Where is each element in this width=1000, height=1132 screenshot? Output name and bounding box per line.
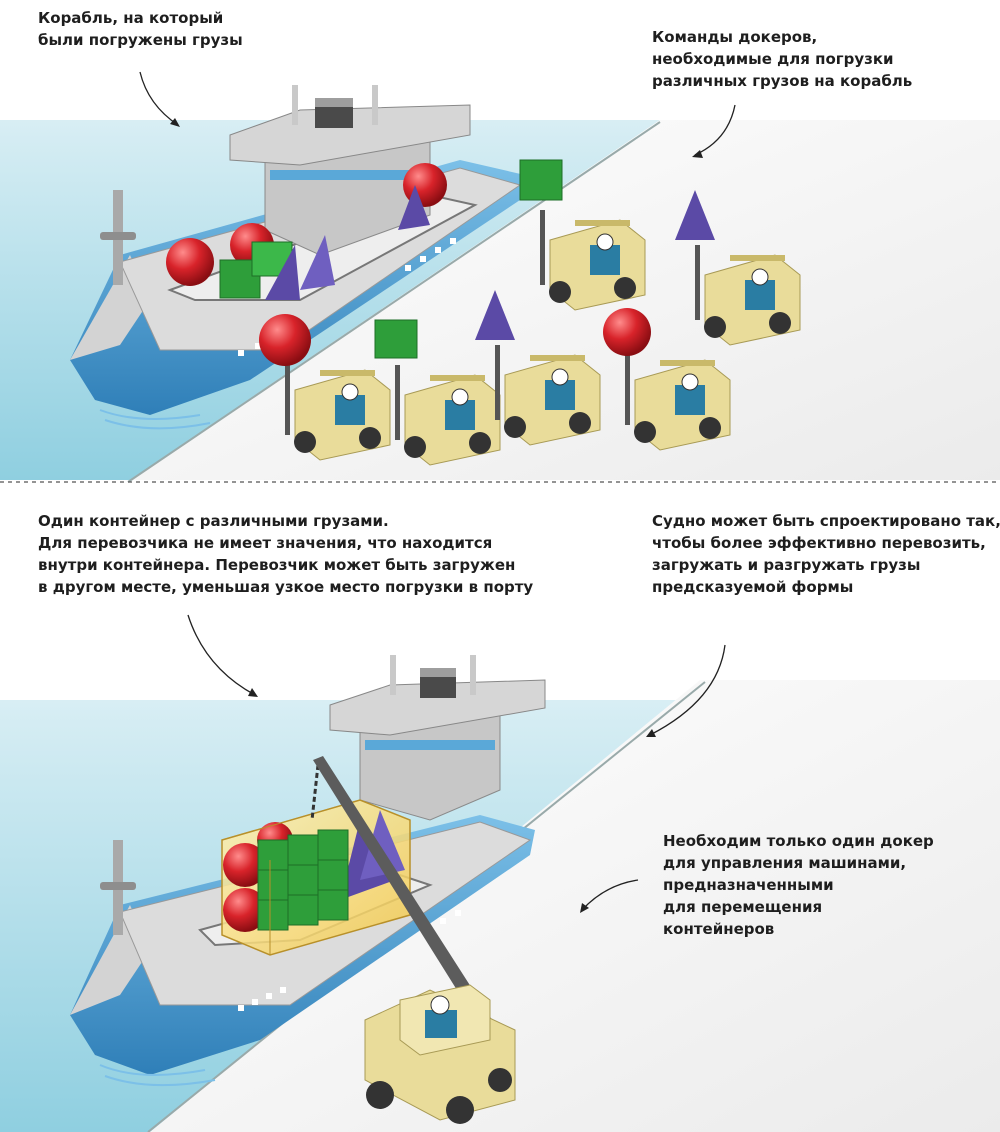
bridge-windows [365,740,495,750]
arrow [581,879,639,911]
bridge-roof [229,104,471,166]
cargo-wedge [300,235,335,290]
cargo-sphere [166,238,214,286]
label-line: для перемещения [663,898,823,916]
container-label: Один контейнер с различными грузами. Для… [38,510,533,598]
arrow-head [646,729,656,737]
mast-ring [100,882,136,890]
stacker-driver [430,995,450,1015]
antenna-left [390,655,396,695]
label-line: необходимые для погрузки [652,50,894,68]
quay [150,680,1000,1132]
arrow [139,71,179,126]
stacker-wheel [446,1096,474,1124]
forklift [374,319,501,466]
label-line: чтобы более эффективно перевозить, [652,534,986,552]
arrow-head [580,903,589,913]
stacker-wheel [488,1068,512,1092]
antenna-left [292,85,298,125]
ship-label: Корабль, на который были погружены грузы [38,7,243,51]
label-line: внутри контейнера. Перевозчик может быть… [38,556,516,574]
cargo-wedge [398,185,430,230]
top-scene [0,71,1000,483]
label-line: Судно может быть спроектировано так, [652,512,1000,530]
quay-edge [127,121,661,483]
cargo-wedge [265,245,300,300]
bridge-windows [270,170,420,180]
label-line: Корабль, на который [38,9,224,27]
label-line: Команды докеров, [652,28,818,46]
label-line: для управления машинами, [663,854,907,872]
label-line: в другом месте, уменьшая узкое место пог… [38,578,534,596]
funnel-top [315,98,353,107]
stacker-wheel [366,1081,394,1109]
forklift [675,190,801,346]
label-line: загружать и разгружать грузы [652,556,921,574]
wake [99,1064,206,1076]
ship [70,655,546,1087]
arrow [649,644,726,736]
antenna-right [470,655,476,695]
label-line: Для перевозчика не имеет значения, что н… [38,534,493,552]
label-line: предназначенными [663,876,834,894]
label-line: контейнеров [663,920,775,938]
funnel-top [420,668,456,677]
label-line: предсказуемой формы [652,578,854,596]
one-docker-label: Необходим только один докер для управлен… [663,830,934,940]
forklift [259,314,391,461]
label-line: различных грузов на корабль [652,72,913,90]
label-line: Необходим только один докер [663,832,934,850]
forklift [475,290,601,446]
dockers-label: Команды докеров, необходимые для погрузк… [652,26,912,92]
portholes [238,238,456,356]
mast-ring [100,232,136,240]
bottom-scene [0,614,1000,1132]
forklift [603,308,731,451]
antenna-right [372,85,378,125]
cargo-container [221,799,411,956]
forklift [519,159,646,311]
arrow [694,104,736,156]
arrow-head [248,688,258,697]
wake [104,419,211,430]
arrow-head [692,150,703,158]
stacker-chain [310,764,320,821]
portholes [238,910,461,1011]
ship [70,85,525,430]
label-line: были погружены грузы [38,31,243,49]
wake [104,1075,216,1087]
reach-stacker [310,756,516,1124]
stacker-seat [425,1010,457,1038]
arrow [187,614,256,696]
arrow-head [170,118,180,127]
label-line: Один контейнер с различными грузами. [38,512,389,530]
wake [99,409,201,420]
vessel-label: Судно может быть спроектировано так, что… [652,510,1000,598]
stacker-boom [313,756,505,1046]
